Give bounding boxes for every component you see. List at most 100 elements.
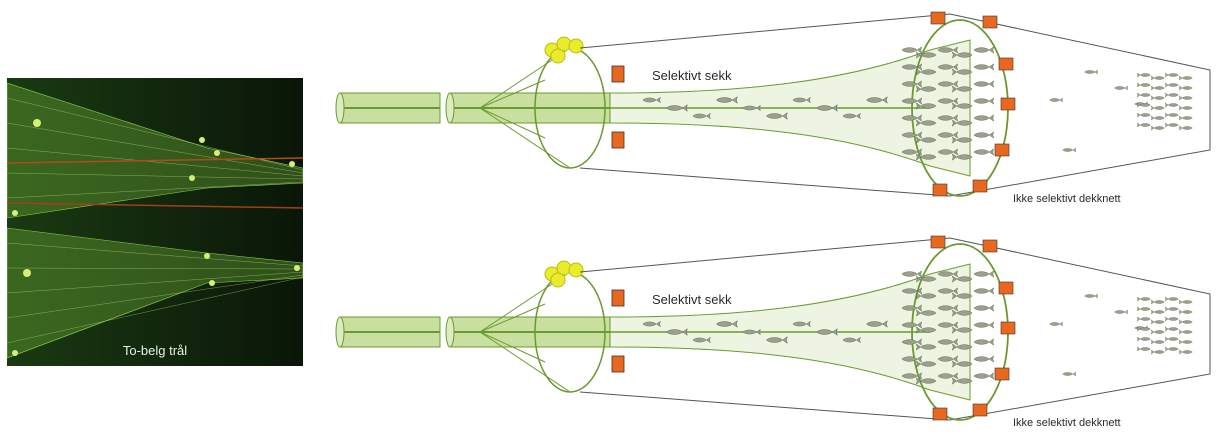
fish-icon	[1137, 83, 1150, 87]
fish-icon	[1137, 113, 1150, 117]
trawl-schematic	[330, 224, 1219, 441]
tube-end	[446, 93, 454, 123]
fish-icon	[974, 288, 994, 294]
fish-icon	[1179, 126, 1192, 130]
fish-icon	[1085, 294, 1098, 298]
fish-icon	[1179, 76, 1192, 80]
orange-marker	[983, 16, 997, 28]
fish-icon	[1137, 123, 1150, 127]
orange-marker	[973, 180, 987, 192]
orange-marker	[995, 144, 1009, 156]
orange-marker	[1001, 98, 1015, 110]
fish-icon	[1050, 322, 1063, 326]
fish-icon	[1137, 317, 1150, 321]
fish-icon	[1179, 340, 1192, 344]
orange-marker	[612, 132, 624, 148]
orange-marker	[933, 184, 947, 196]
fish-icon	[974, 305, 994, 311]
orange-marker	[612, 66, 624, 82]
fish-icon	[1137, 307, 1150, 311]
fish-icon	[1151, 320, 1164, 324]
orange-marker	[999, 282, 1013, 294]
selective-codend-label: Selektivt sekk	[652, 68, 731, 83]
float-icon	[569, 39, 583, 53]
fish-icon	[974, 373, 994, 379]
float-icon	[569, 263, 583, 277]
fish-icon	[1151, 76, 1164, 80]
fish-icon	[1137, 93, 1150, 97]
fish-icon	[1151, 86, 1164, 90]
fish-icon	[1115, 86, 1128, 90]
trawl-diagram-top: Selektivt sekk Ikke selektivt dekknett	[330, 0, 1219, 217]
fish-icon	[974, 339, 994, 345]
fish-icon	[1179, 330, 1192, 334]
orange-marker	[933, 408, 947, 420]
fish-icon	[1165, 297, 1178, 301]
fish-icon	[1165, 337, 1178, 341]
selective-codend-label: Selektivt sekk	[652, 292, 731, 307]
fish-icon	[1151, 106, 1164, 110]
fish-icon	[1179, 116, 1192, 120]
fish-icon	[1063, 372, 1076, 376]
fish-icon	[1151, 330, 1164, 334]
fish-icon	[974, 356, 994, 362]
fish-icon	[974, 64, 994, 70]
fish-icon	[1151, 310, 1164, 314]
cover-net-label: Ikke selektivt dekknett	[1013, 417, 1121, 429]
fish-icon	[1179, 320, 1192, 324]
fish-icon	[974, 271, 994, 277]
orange-marker	[973, 404, 987, 416]
orange-marker	[983, 240, 997, 252]
tube-end	[336, 317, 344, 347]
orange-marker	[999, 58, 1013, 70]
fish-icon	[1085, 70, 1098, 74]
fish-icon	[1179, 106, 1192, 110]
fish-icon	[1063, 148, 1076, 152]
fish-icon	[902, 271, 922, 277]
orange-marker	[931, 236, 945, 248]
fish-icon	[1151, 340, 1164, 344]
fish-icon	[1050, 98, 1063, 102]
orange-marker	[1001, 322, 1015, 334]
fish-icon	[902, 47, 922, 53]
fish-icon	[1165, 317, 1178, 321]
fish-icon	[1137, 347, 1150, 351]
fish-icon	[974, 81, 994, 87]
fish-icon	[1151, 300, 1164, 304]
fish-icon	[1137, 73, 1150, 77]
photo-caption: To-belg trål	[7, 343, 303, 358]
fish-icon	[1179, 300, 1192, 304]
fish-icon	[974, 47, 994, 53]
fish-icon	[1165, 307, 1178, 311]
trawl-schematic	[330, 0, 1219, 217]
fish-icon	[1165, 73, 1178, 77]
fish-icon	[1165, 113, 1178, 117]
fish-icon	[1165, 347, 1178, 351]
fish-icon	[974, 115, 994, 121]
fish-icon	[1151, 126, 1164, 130]
tube-end	[336, 93, 344, 123]
fish-icon	[1165, 123, 1178, 127]
fish-icon	[974, 98, 994, 104]
fish-icon	[1137, 337, 1150, 341]
fish-icon	[1179, 86, 1192, 90]
fish-icon	[1151, 350, 1164, 354]
fish-icon	[1179, 350, 1192, 354]
fish-icon	[1165, 327, 1178, 331]
trawl-diagram-bottom: Selektivt sekk Ikke selektivt dekknett	[330, 224, 1219, 441]
trawl-photo: To-belg trål	[7, 78, 303, 366]
fish-icon	[1179, 310, 1192, 314]
fish-icon	[1165, 103, 1178, 107]
tube-end	[446, 317, 454, 347]
orange-marker	[995, 368, 1009, 380]
fish-icon	[1115, 310, 1128, 314]
fish-icon	[1137, 297, 1150, 301]
float-icon	[551, 273, 565, 287]
fish-icon	[974, 132, 994, 138]
fish-icon	[974, 149, 994, 155]
fish-icon	[1151, 96, 1164, 100]
fish-icon	[1165, 83, 1178, 87]
fish-icon	[1179, 96, 1192, 100]
fish-icon	[1165, 93, 1178, 97]
orange-marker	[931, 12, 945, 24]
